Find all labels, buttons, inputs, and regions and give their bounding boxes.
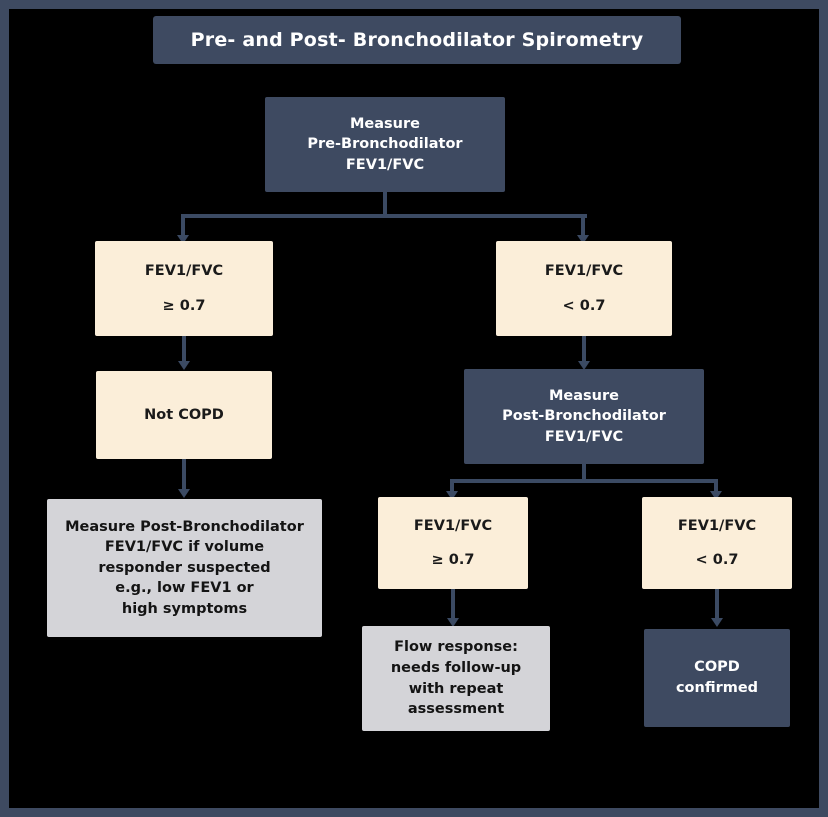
- node-volume-responder-note: Measure Post-Bronchodilator FEV1/FVC if …: [47, 499, 322, 637]
- arrowhead-to-pre-obstructed: [577, 235, 589, 244]
- node-line-3: FEV1/FVC: [544, 428, 624, 445]
- connector-level1-left-drop: [181, 214, 185, 238]
- connector-level2-left-drop: [450, 479, 454, 493]
- node-line-1: FEV1/FVC: [677, 517, 757, 534]
- arrowhead-to-flow-response: [447, 618, 459, 627]
- arrowhead-to-post-measure: [578, 361, 590, 370]
- arrowhead-to-post-normal: [446, 491, 458, 500]
- node-pre-fev1fvc-obstructed: FEV1/FVC < 0.7: [496, 241, 672, 336]
- node-line-1: FEV1/FVC: [544, 263, 624, 280]
- node-copd-confirmed: COPD confirmed: [644, 629, 790, 727]
- connector-to-post-measure: [582, 336, 586, 364]
- node-line-1: FEV1/FVC: [413, 517, 493, 534]
- node-line-3: responder suspected: [98, 559, 271, 576]
- node-line-2: ≥ 0.7: [162, 297, 206, 314]
- arrowhead-to-copd-confirmed: [711, 618, 723, 627]
- node-line-2: Post-Bronchodilator: [502, 408, 666, 425]
- node-line-3: with repeat: [408, 680, 504, 697]
- connector-to-flow-response: [451, 589, 455, 621]
- node-line-1: FEV1/FVC: [144, 263, 224, 280]
- node-line-2: ≥ 0.7: [431, 552, 475, 568]
- node-line-1: Measure: [549, 387, 619, 404]
- node-post-fev1fvc-obstructed: FEV1/FVC < 0.7: [642, 497, 792, 589]
- node-line-4: e.g., low FEV1 or: [115, 580, 254, 597]
- figure-title: Pre- and Post- Bronchodilator Spirometry: [190, 29, 644, 51]
- connector-post-stem: [582, 464, 586, 479]
- arrowhead-to-volume-responder: [178, 489, 190, 498]
- node-pre-fev1fvc-normal: FEV1/FVC ≥ 0.7: [95, 241, 273, 336]
- connector-level2-bar: [452, 479, 718, 483]
- connector-to-volume-responder: [182, 459, 186, 492]
- node-line-2: FEV1/FVC if volume: [104, 539, 265, 556]
- node-line-2: confirmed: [675, 680, 759, 696]
- node-line-1: Flow response:: [394, 639, 518, 656]
- node-line-1: Not COPD: [144, 406, 224, 423]
- node-line-2: needs follow-up: [390, 659, 522, 676]
- connector-to-copd-confirmed: [715, 589, 719, 621]
- node-line-3: FEV1/FVC: [345, 156, 425, 173]
- connector-level2-right-drop: [714, 479, 718, 493]
- node-line-2: < 0.7: [562, 297, 606, 314]
- node-line-2: < 0.7: [695, 552, 739, 568]
- node-post-fev1fvc-normal: FEV1/FVC ≥ 0.7: [378, 497, 528, 589]
- arrowhead-to-post-obstructed: [710, 491, 722, 500]
- arrowhead-to-not-copd: [178, 361, 190, 370]
- connector-level1-bar: [183, 214, 587, 218]
- arrowhead-to-pre-normal: [177, 235, 189, 244]
- connector-to-not-copd: [182, 336, 186, 364]
- node-line-2: Pre-Bronchodilator: [307, 136, 463, 153]
- connector-level1-right-drop: [581, 214, 585, 238]
- node-not-copd: Not COPD: [96, 371, 272, 459]
- node-line-1: COPD: [694, 659, 740, 676]
- node-measure-post-bronchodilator: Measure Post-Bronchodilator FEV1/FVC: [464, 369, 704, 464]
- connector-root-stem: [383, 192, 387, 214]
- node-flow-response: Flow response: needs follow-up with repe…: [362, 626, 550, 731]
- node-line-5: high symptoms: [121, 600, 248, 617]
- figure-title-bar: Pre- and Post- Bronchodilator Spirometry: [153, 16, 681, 64]
- node-line-1: Measure Post-Bronchodilator: [65, 518, 304, 535]
- node-line-4: assessment: [407, 701, 505, 718]
- node-line-1: Measure: [350, 115, 420, 132]
- node-measure-pre-bronchodilator: Measure Pre-Bronchodilator FEV1/FVC: [265, 97, 505, 192]
